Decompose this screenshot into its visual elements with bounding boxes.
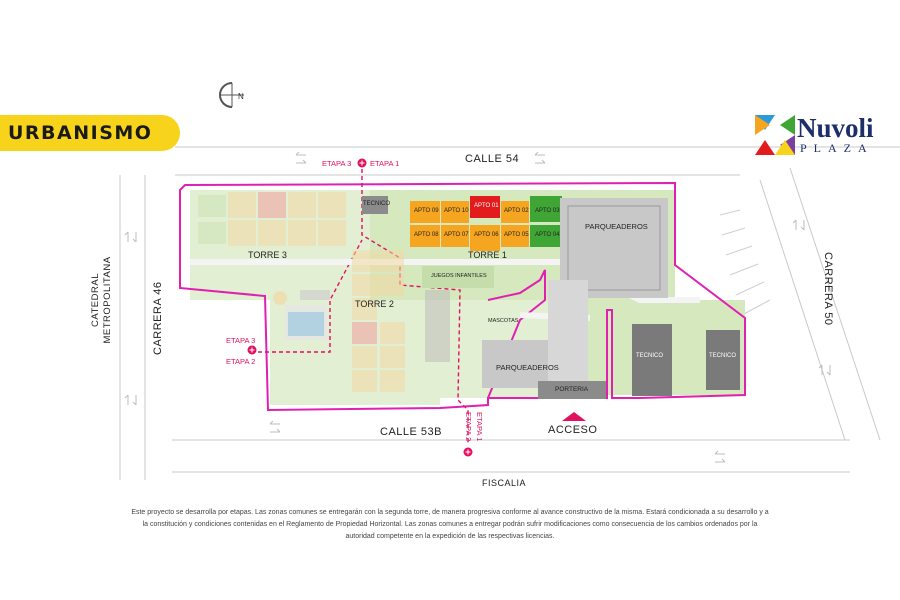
- stage-divider-2: [258, 239, 363, 353]
- etapa-left-top: ETAPA 3: [226, 336, 256, 345]
- apto-05-label: APTO 05: [504, 232, 529, 238]
- juegos-infantiles-block: [422, 266, 494, 288]
- parqueaderos-top-inner: [567, 205, 661, 291]
- etapa-bottom-a: ETAPA 1: [475, 412, 484, 442]
- tecnico-top-label: TECNICO: [363, 201, 390, 207]
- brand-name: Nuvoli: [797, 113, 874, 143]
- parking-stripes: [719, 209, 771, 316]
- compass-icon: [219, 82, 244, 108]
- juegos-label: JUEGOS INFANTILES: [431, 273, 487, 279]
- compass-letter: N: [238, 92, 244, 101]
- catedral-label: CATEDRAL METROPOLITANA: [90, 256, 113, 344]
- tecnico-top-block: [362, 196, 388, 214]
- etapa-marker-glyphs: [249, 160, 471, 455]
- street-calle-54: CALLE 54: [465, 153, 520, 165]
- apto-09-label: APTO 09: [414, 208, 439, 214]
- porteria-label: PORTERIA: [555, 386, 589, 393]
- disclaimer-text: Este proyecto se desarrolla por etapas. …: [131, 509, 769, 540]
- acceso-label: ACCESO: [548, 424, 598, 436]
- apto-10-label: APTO 10: [444, 208, 469, 214]
- apto-01-label: APTO 01: [474, 203, 499, 209]
- central-core: [548, 280, 588, 390]
- mascotas-label: MASCOTAS: [488, 318, 519, 324]
- apto-02-label: APTO 02: [504, 208, 529, 214]
- torre-2-label: TORRE 2: [355, 299, 394, 309]
- site-boundary: [179, 181, 746, 412]
- logo-emblem-icon: [755, 115, 795, 155]
- roads: [119, 146, 900, 480]
- inner-boundary: [487, 269, 546, 399]
- apto-03-label: APTO 03: [535, 208, 560, 214]
- street-calle-53b: CALLE 53B: [380, 426, 442, 438]
- apto-08-label: APTO 08: [414, 232, 439, 238]
- apto-04-label: APTO 04: [535, 232, 560, 238]
- street-carrera-50: CARRERA 50: [822, 252, 834, 326]
- street-carrera-46: CARRERA 46: [152, 281, 164, 355]
- torre-1-apartments: [410, 196, 562, 251]
- etapa-top-left: ETAPA 3: [322, 159, 352, 168]
- etapa-bottom-b: ETAPA 2: [464, 412, 473, 442]
- section-title: URBANISMO: [8, 122, 153, 144]
- tecnico-2-label: TECNICO: [636, 353, 663, 359]
- tecnico-3-block: [706, 330, 740, 390]
- torre-3-label: TORRE 3: [248, 250, 287, 260]
- fiscalia-label: FISCALIA: [482, 478, 527, 488]
- torre-1-label: TORRE 1: [468, 250, 507, 260]
- section-badge: URBANISMO: [0, 115, 180, 151]
- apto-06-label: APTO 06: [474, 232, 499, 238]
- pool-area: [273, 290, 330, 340]
- tecnico-3-label: TECNICO: [709, 353, 736, 359]
- porteria-block: [538, 381, 606, 399]
- etapa-top-right: ETAPA 1: [370, 159, 400, 168]
- parqueaderos-bottom-label: PARQUEADEROS: [496, 363, 559, 372]
- torre-2-block: [352, 250, 450, 392]
- acceso-arrow-icon: [562, 412, 586, 421]
- parqueaderos-top-label: PARQUEADEROS: [585, 222, 648, 231]
- stage-divider: [361, 162, 469, 445]
- etapa-left-bottom: ETAPA 2: [226, 357, 256, 366]
- road-arrows: [124, 151, 831, 463]
- tecnico-2-block: [632, 324, 672, 396]
- apto-07-label: APTO 07: [444, 232, 469, 238]
- torre-3-block: [198, 192, 346, 246]
- brand-subtitle: PLAZA: [800, 141, 874, 155]
